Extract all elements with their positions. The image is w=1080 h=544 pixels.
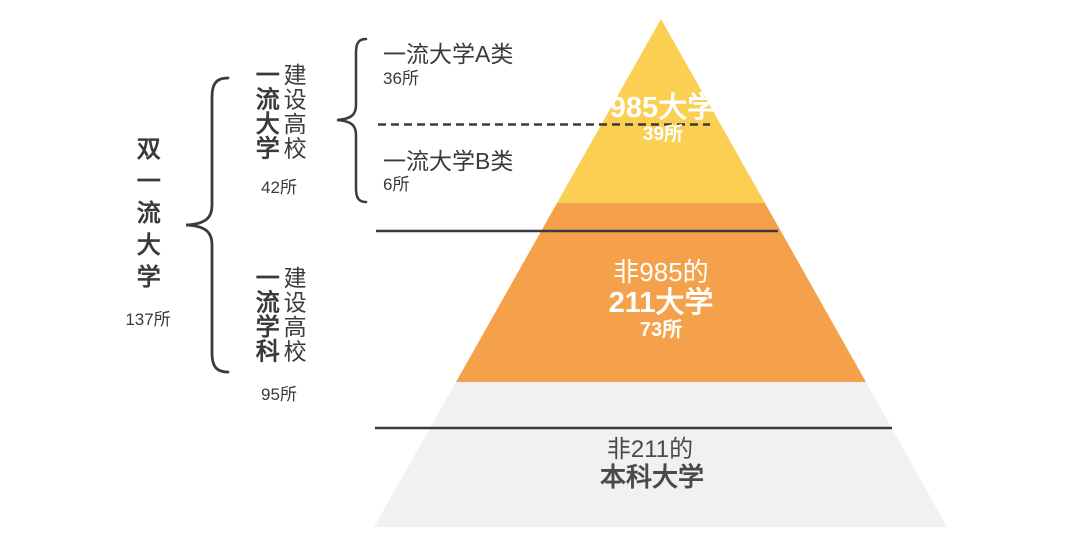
layer-211-label-line2: 211大学	[608, 287, 714, 319]
layer-benke-label-line1: 非211的	[606, 436, 694, 463]
layer-985-label: 985大学	[609, 92, 717, 124]
root-count: 137所	[125, 310, 171, 329]
group-first-class-university-label: 一流大学	[251, 62, 279, 160]
group-first-class-discipline-count: 95所	[261, 385, 297, 404]
subgroup-b-label: 一流大学B类	[383, 148, 514, 174]
subgroup-b-count: 6所	[383, 175, 410, 194]
pyramid-layer-985	[557, 19, 765, 203]
brace-double-first-class	[185, 76, 230, 374]
brace-first-class-university-ab	[336, 37, 368, 204]
pyramid-layer-benke	[374, 382, 947, 527]
layer-benke-label-line2: 本科大学	[599, 462, 705, 492]
subgroup-a-count: 36所	[383, 69, 419, 88]
layer-211-label-line1: 非985的	[613, 257, 709, 287]
group-first-class-discipline-label: 一流学科	[251, 265, 279, 363]
layer-985-count: 39所	[642, 124, 684, 145]
subgroup-a-label: 一流大学A类	[383, 41, 514, 67]
group-first-class-university-suffix: 建设高校	[280, 63, 307, 161]
group-first-class-university-count: 42所	[261, 178, 297, 197]
group-first-class-discipline-suffix: 建设高校	[280, 266, 307, 364]
pyramid-layer-211	[456, 203, 866, 382]
root-label: 双一流大学	[132, 136, 160, 296]
layer-211-count: 73所	[639, 319, 683, 341]
